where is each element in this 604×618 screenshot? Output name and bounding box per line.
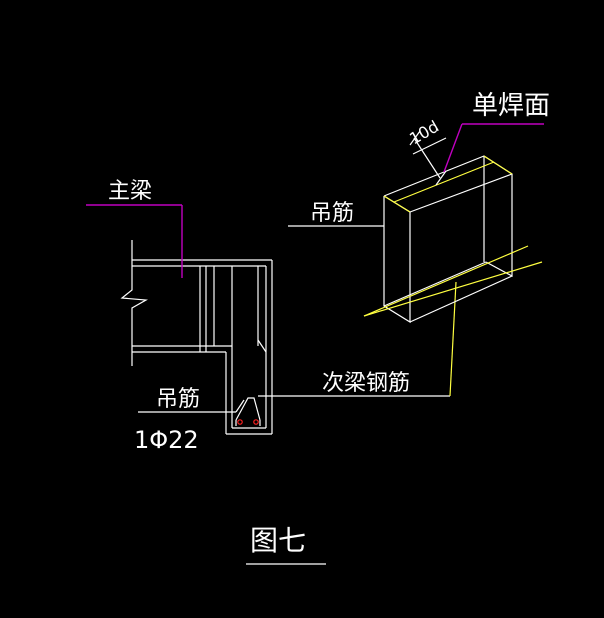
hanger-bottom-leader xyxy=(138,399,245,413)
rebar-dot-right xyxy=(253,419,259,425)
label-hanger-spec: 1Φ22 xyxy=(134,426,199,454)
hanger-3d-view xyxy=(363,155,543,324)
label-single-weld-face: 单焊面 xyxy=(472,91,550,121)
rebar-dot-left xyxy=(237,419,243,425)
label-main-beam: 主梁 xyxy=(108,179,152,204)
weld-dimension xyxy=(409,130,447,186)
secondary-rebar-leader xyxy=(258,281,457,397)
main-beam-section xyxy=(120,240,273,435)
label-hanger-top: 吊筋 xyxy=(310,201,354,226)
label-secondary-beam-rebar: 次梁钢筋 xyxy=(322,371,410,396)
weld-face-leader xyxy=(443,123,544,173)
label-hanger-bottom: 吊筋 xyxy=(156,387,200,412)
hanger-rebar-section xyxy=(235,397,261,426)
break-line xyxy=(120,240,148,366)
main-beam-leader xyxy=(86,204,183,278)
figure-caption: 图七 xyxy=(250,524,306,557)
